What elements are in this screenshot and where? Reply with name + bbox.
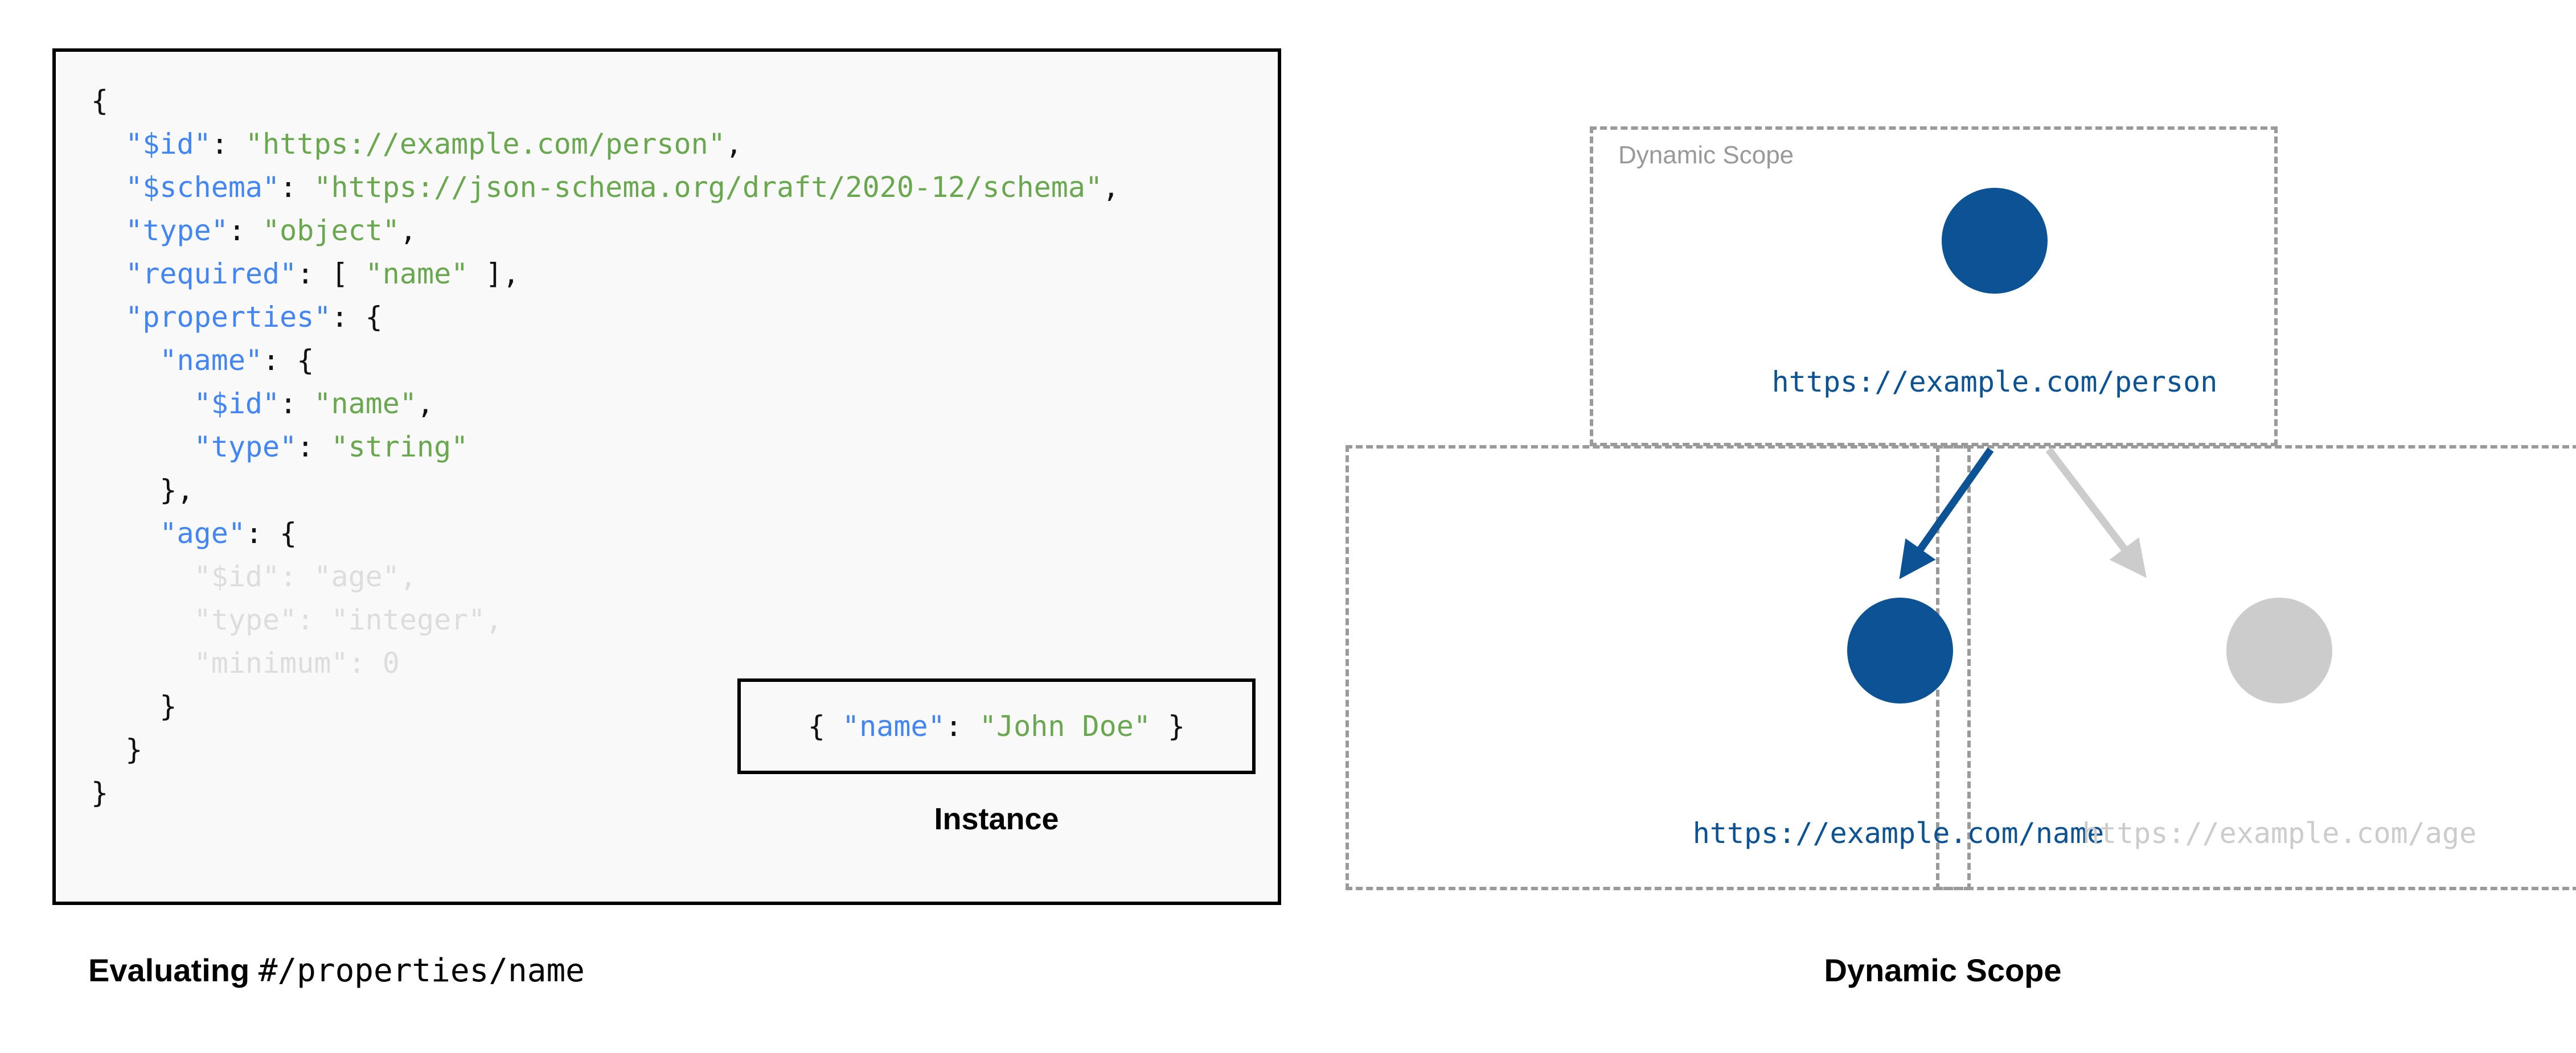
code-token: "name"	[314, 387, 417, 420]
code-token	[91, 517, 159, 550]
code-token: "age"	[159, 517, 245, 550]
evaluating-caption-bold: Evaluating	[88, 952, 259, 988]
dynamic-scope-diagram: Dynamic Scope https://example.com/person…	[1310, 0, 2576, 1053]
schema-code-listing: { "$id": "https://example.com/person", "…	[91, 79, 1119, 815]
code-token	[91, 301, 125, 334]
code-token	[91, 647, 194, 680]
code-line: "type": "object",	[91, 209, 1119, 252]
code-line: "$id": "https://example.com/person",	[91, 122, 1119, 166]
code-line: }	[91, 685, 1119, 728]
node-label-name: https://example.com/name	[1692, 817, 2105, 850]
code-token: :	[297, 430, 331, 463]
code-token: "type"	[194, 430, 297, 463]
code-token	[91, 344, 159, 377]
code-token: :	[228, 214, 263, 247]
code-token: "$id"	[194, 387, 280, 420]
code-token	[91, 257, 125, 290]
code-token: "$id"	[125, 127, 211, 161]
code-token: : {	[262, 344, 314, 377]
code-token: "https://example.com/person"	[245, 127, 725, 161]
code-token: "integer"	[331, 603, 486, 636]
schema-panel: { "$id": "https://example.com/person", "…	[52, 48, 1281, 989]
code-token: }	[91, 690, 177, 723]
code-token: "$id"	[194, 560, 280, 593]
code-token: :	[280, 171, 314, 204]
code-token: "name"	[159, 344, 263, 377]
node-circle-name	[1847, 598, 1953, 704]
code-line: },	[91, 468, 1119, 512]
code-token: "name"	[842, 710, 945, 743]
code-token: :	[945, 710, 979, 743]
code-line: "properties": {	[91, 295, 1119, 339]
code-token: "properties"	[125, 301, 331, 334]
instance-caption: Instance	[934, 802, 1059, 836]
node-circle-age	[2226, 598, 2332, 704]
code-token: ],	[468, 257, 520, 290]
code-token: }	[91, 776, 109, 809]
code-line: "type": "string"	[91, 425, 1119, 468]
code-token: ,	[725, 127, 743, 161]
code-token: {	[91, 84, 109, 117]
code-token: "age"	[314, 560, 400, 593]
dynamic-scope-caption: Dynamic Scope	[1824, 952, 2062, 988]
evaluating-caption: Evaluating #/properties/name	[88, 952, 585, 989]
schema-code-box: { "$id": "https://example.com/person", "…	[52, 48, 1281, 905]
code-token: :	[211, 127, 245, 161]
code-token	[91, 171, 125, 204]
code-line: "age": {	[91, 512, 1119, 555]
code-token: "$schema"	[125, 171, 280, 204]
node-circle-person	[1942, 188, 2048, 294]
code-token: :	[297, 603, 331, 636]
code-token: "John Doe"	[979, 710, 1151, 743]
code-token	[91, 387, 194, 420]
code-token	[91, 214, 125, 247]
evaluating-caption-pointer: #/properties/name	[258, 952, 585, 989]
code-token: :	[280, 387, 314, 420]
instance-box: { "name": "John Doe" }	[737, 678, 1256, 774]
scope-box-person	[1590, 126, 2278, 446]
code-token: }	[91, 733, 143, 766]
code-line: }	[91, 771, 1119, 815]
code-token: ,	[399, 214, 417, 247]
code-token: {	[807, 710, 843, 743]
code-line: "type": "integer",	[91, 598, 1119, 641]
code-line: "$schema": "https://json-schema.org/draf…	[91, 166, 1119, 209]
code-token: ,	[416, 387, 434, 420]
scope-box-name	[1346, 445, 1971, 890]
code-token	[91, 127, 125, 161]
code-line: "$id": "age",	[91, 555, 1119, 598]
scope-box-label: Dynamic Scope	[1618, 141, 1794, 169]
code-line: "$id": "name",	[91, 382, 1119, 425]
code-token: },	[91, 474, 194, 507]
code-token: ,	[485, 603, 503, 636]
code-token: : {	[245, 517, 297, 550]
code-token	[91, 603, 194, 636]
code-line: "required": [ "name" ],	[91, 252, 1119, 295]
code-line: "minimum": 0	[91, 641, 1119, 685]
code-token	[91, 430, 194, 463]
code-token: "string"	[331, 430, 469, 463]
code-token: "https://json-schema.org/draft/2020-12/s…	[314, 171, 1103, 204]
code-token: :	[348, 647, 383, 680]
code-token: }	[1150, 710, 1186, 743]
code-token: : {	[331, 301, 383, 334]
code-line: }	[91, 728, 1119, 771]
code-token: "name"	[365, 257, 469, 290]
code-token	[91, 560, 194, 593]
code-token: "required"	[125, 257, 297, 290]
code-token: "minimum"	[194, 647, 348, 680]
code-line: "name": {	[91, 339, 1119, 382]
node-label-age: https://example.com/age	[2082, 817, 2477, 850]
code-token: :	[280, 560, 314, 593]
instance-code: { "name": "John Doe" }	[808, 710, 1185, 743]
code-token: "type"	[125, 214, 228, 247]
node-label-person: https://example.com/person	[1771, 365, 2218, 398]
code-token: "type"	[194, 603, 297, 636]
code-token: "object"	[262, 214, 400, 247]
code-token: : [	[297, 257, 366, 290]
code-token: ,	[1102, 171, 1120, 204]
code-token: ,	[399, 560, 417, 593]
code-line: {	[91, 79, 1119, 122]
code-token: 0	[382, 647, 400, 680]
